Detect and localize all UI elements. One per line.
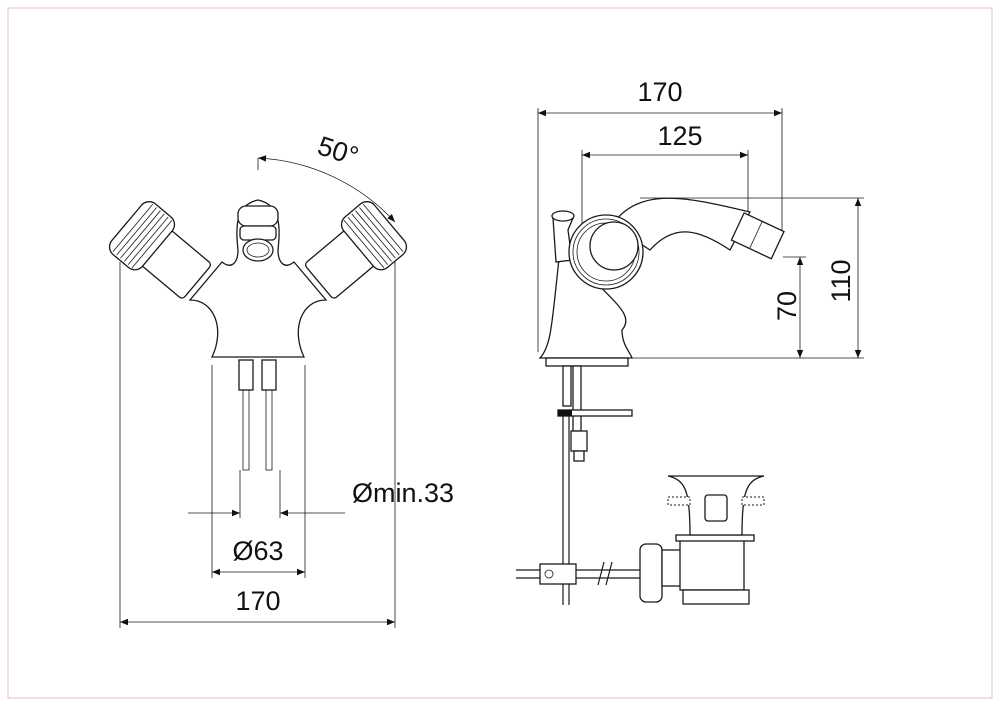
angle-label: 50° (314, 131, 362, 172)
spout-height-label: 70 (772, 291, 802, 321)
angle-dimension (257, 155, 396, 223)
side-length-label: 170 (637, 77, 682, 107)
front-view: 50° Ømin.33 Ø63 170 (108, 131, 454, 628)
side-spout (611, 197, 751, 251)
side-view: 170 125 110 70 (516, 77, 864, 605)
height-label: 110 (826, 259, 856, 302)
front-width-label: 170 (235, 586, 280, 616)
base-diameter-label: Ø63 (232, 536, 283, 566)
sheet-frame (7, 7, 993, 699)
spout-reach-label: 125 (657, 121, 702, 151)
hole-min-label: Ømin.33 (352, 478, 454, 508)
left-handle (108, 201, 211, 299)
